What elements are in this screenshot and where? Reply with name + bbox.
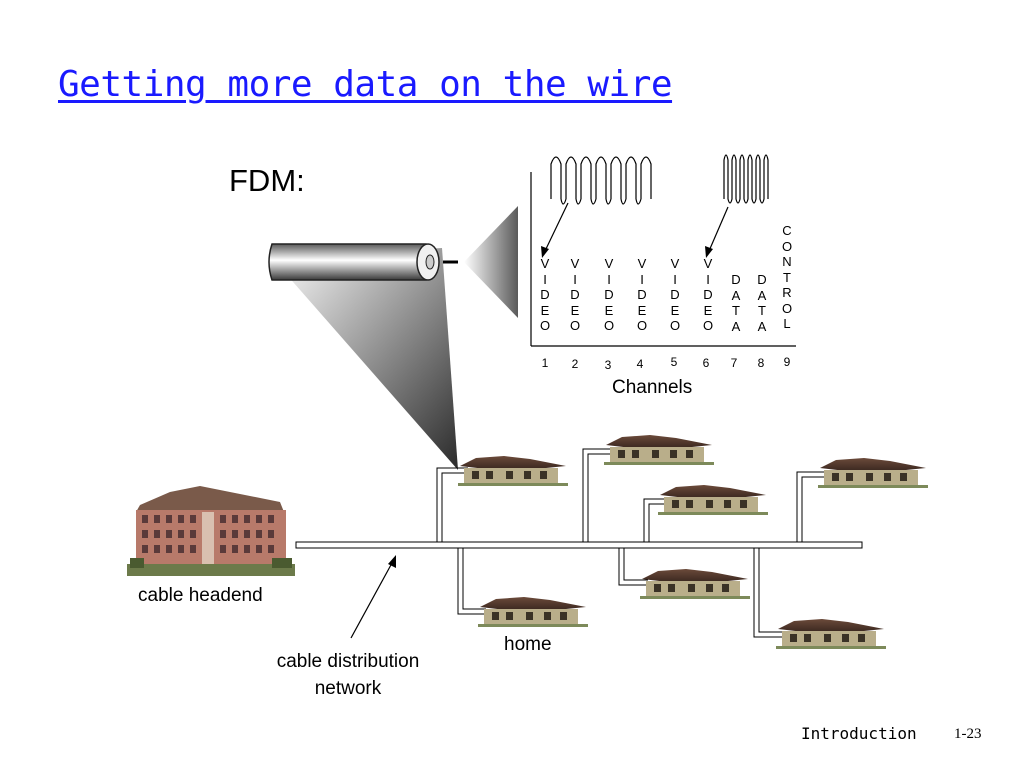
- channel-letter: D: [703, 287, 713, 302]
- channel-letter: O: [569, 318, 581, 333]
- arrow-waveform-to-channel-1: [544, 202, 569, 252]
- channel-letter: I: [673, 271, 677, 287]
- channel-letter: V: [604, 256, 614, 271]
- channel-letter: E: [570, 302, 580, 318]
- channel-letter: V: [570, 256, 580, 271]
- channel-letter: D: [757, 272, 767, 287]
- channel-number: 2: [571, 357, 579, 371]
- channel-number: 3: [604, 358, 612, 372]
- channel-letter: V: [670, 256, 680, 271]
- network-label-line: cable distribution: [276, 651, 420, 672]
- channel-letter: A: [757, 318, 767, 334]
- arrow-waveform-to-channel-6: [708, 206, 729, 252]
- coaxial-cable-icon: [268, 243, 458, 281]
- fdm-label: FDM:: [229, 163, 305, 198]
- channel-letter: V: [540, 256, 550, 271]
- channel-letter: A: [731, 287, 741, 303]
- channels-axis-label: Channels: [612, 377, 693, 398]
- network-label-line: network: [314, 678, 382, 699]
- channel-letter: I: [640, 271, 644, 287]
- channel-number: 4: [636, 357, 644, 371]
- headend-building-icon: [127, 486, 295, 576]
- home-icon: [776, 619, 886, 649]
- channel-letter: A: [757, 287, 767, 303]
- home-icon: [658, 485, 768, 515]
- channel-number: 8: [757, 356, 765, 370]
- arrowhead-channel-1: [541, 246, 549, 258]
- arrowhead-channel-6: [705, 246, 713, 258]
- arrowhead-network: [388, 555, 396, 568]
- channel-letter: O: [603, 318, 615, 333]
- slide-title: Getting more data on the wire: [58, 64, 673, 105]
- headend-label: cable headend: [138, 585, 263, 606]
- channel-letter: I: [543, 271, 547, 287]
- channel-number: 1: [541, 356, 549, 370]
- channel-letter: E: [637, 302, 647, 318]
- channel-letter: O: [702, 318, 714, 333]
- home-label: home: [504, 634, 552, 655]
- channel-number: 7: [730, 356, 738, 370]
- channel-letter: D: [540, 287, 550, 302]
- channel-letter: T: [758, 303, 766, 318]
- channel-letter: O: [539, 318, 551, 333]
- channel-letter: T: [732, 303, 740, 318]
- channel-letter: V: [637, 256, 647, 271]
- footer-page-number: 1-23: [954, 726, 982, 742]
- channel-letter: O: [669, 318, 681, 333]
- channel-letter: A: [731, 318, 741, 334]
- channel-number: 5: [670, 355, 678, 369]
- channel-letter: O: [781, 238, 793, 254]
- channel-letter: L: [783, 316, 791, 331]
- channel-letter: R: [782, 285, 792, 300]
- home-icon: [478, 597, 588, 627]
- channel-letter: E: [703, 302, 713, 318]
- home-icon: [640, 569, 750, 599]
- distribution-network: [295, 448, 863, 638]
- arrow-to-network: [350, 562, 393, 639]
- waveform-low-frequency: [550, 156, 652, 205]
- channel-letter: E: [540, 302, 550, 318]
- channel-letter: E: [670, 302, 680, 318]
- channel-number: 6: [702, 356, 710, 370]
- channel-letter: E: [604, 302, 614, 318]
- waveform-high-frequency: [723, 154, 769, 204]
- zoom-cone: [272, 248, 458, 470]
- channel-letter: D: [637, 287, 647, 302]
- footer-section: Introduction: [801, 724, 917, 743]
- home-icon: [604, 435, 714, 465]
- channel-letter: C: [782, 223, 792, 238]
- channel-letter: T: [783, 269, 791, 285]
- home-icon: [818, 458, 928, 488]
- channel-letter: O: [781, 300, 793, 316]
- channel-letter: N: [782, 254, 792, 269]
- home-icon: [458, 456, 568, 486]
- channel-letter: I: [607, 271, 611, 287]
- channel-letter: D: [604, 287, 614, 302]
- channel-letter: I: [573, 271, 577, 287]
- channel-letter: D: [570, 287, 580, 302]
- channel-letter: V: [703, 256, 713, 271]
- network-label: cable distribution network: [250, 648, 446, 702]
- zoom-fan: [464, 206, 518, 318]
- channel-letter: I: [706, 271, 710, 287]
- channel-letter: D: [670, 287, 680, 302]
- channel-number: 9: [783, 355, 791, 369]
- channel-letter: O: [636, 318, 648, 333]
- channel-letter: D: [731, 272, 741, 287]
